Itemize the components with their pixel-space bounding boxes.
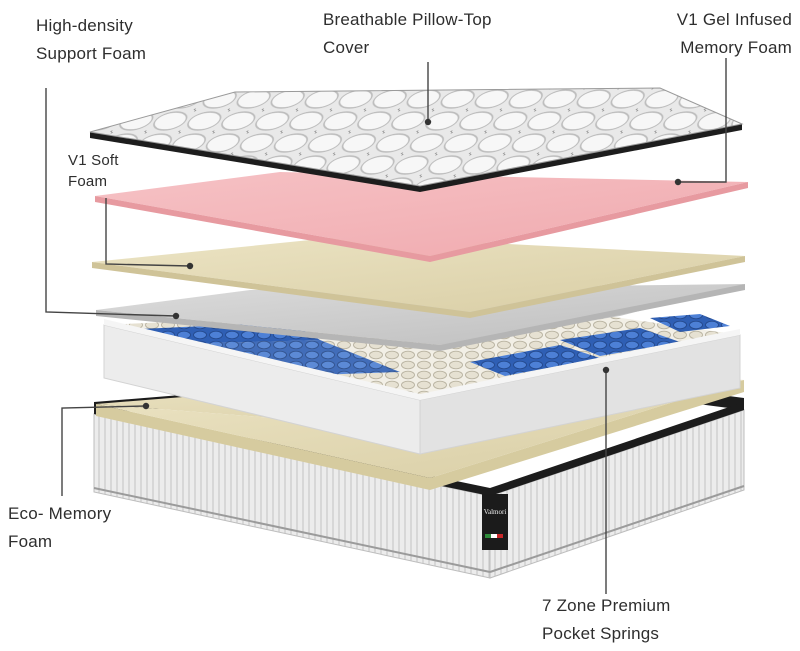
label-line: Support Foam <box>36 44 147 63</box>
label-eco-memory-foam: Eco- Memory Foam <box>8 500 111 556</box>
italy-flag-icon <box>485 534 503 538</box>
label-line: V1 Soft <box>68 152 119 169</box>
leader-line-high-density <box>45 88 177 317</box>
leader-line-eco <box>61 405 147 496</box>
label-high-density-support-foam: High-density Support Foam <box>36 12 146 68</box>
leader-dots <box>142 118 682 410</box>
pillow-top-cover-layer <box>89 87 744 192</box>
label-line: Cover <box>323 38 370 57</box>
high-density-support-foam-layer <box>96 284 745 351</box>
label-line: V1 Gel Infused <box>676 10 792 29</box>
brand-label-patch <box>482 494 508 550</box>
label-gel-infused-memory-foam: V1 Gel Infused Memory Foam <box>640 6 792 62</box>
label-line: Foam <box>68 173 108 190</box>
label-pocket-springs: 7 Zone Premium Pocket Springs <box>542 592 670 648</box>
label-line: Pocket Springs <box>542 624 660 643</box>
leader-line-soft-foam <box>105 198 191 267</box>
brand-logo: Valmori <box>484 508 507 516</box>
label-line: Memory Foam <box>680 38 792 57</box>
label-line: High-density <box>36 16 133 35</box>
leader-lines <box>45 58 727 594</box>
label-line: 7 Zone Premium <box>542 596 671 615</box>
label-line: Foam <box>8 532 53 551</box>
label-line: Breathable Pillow-Top <box>323 10 492 29</box>
leader-line-gel <box>678 58 727 183</box>
gel-infused-memory-foam-layer <box>95 172 748 262</box>
label-breathable-pillow-top-cover: Breathable Pillow-Top Cover <box>323 6 492 62</box>
label-soft-foam: V1 Soft Foam <box>68 150 119 192</box>
soft-foam-layer <box>92 236 745 318</box>
label-line: Eco- Memory <box>8 504 112 523</box>
